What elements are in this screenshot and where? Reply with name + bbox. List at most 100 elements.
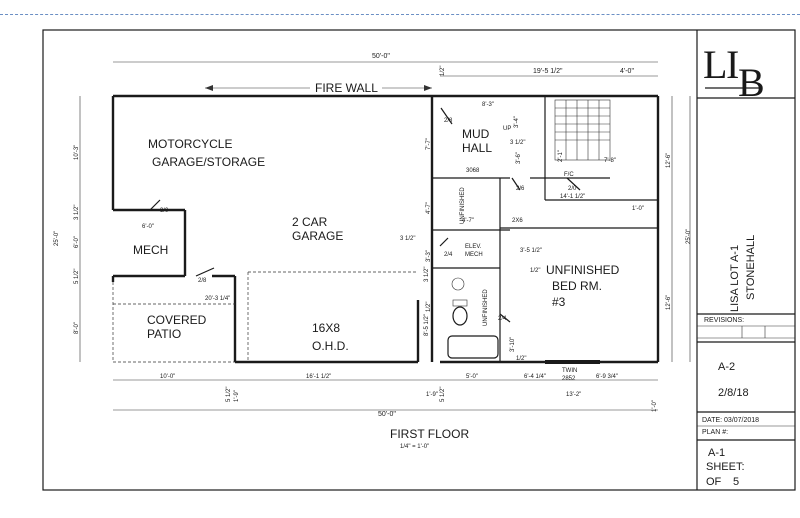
room-elev-line2: MECH (465, 252, 483, 258)
top-dashed-line (0, 14, 800, 15)
dim-4-7-h: 4'-7" (462, 218, 474, 224)
plan-title: FIRST FLOOR (390, 427, 469, 441)
dim-bottom-10-0: 10'-0" (160, 374, 175, 380)
revision-date: 2/8/18 (718, 387, 749, 399)
logo-letter-b: B (738, 60, 765, 105)
window-size: 2852 (562, 376, 576, 382)
room-motorcycle-line1: MOTORCYCLE (148, 137, 232, 151)
plan-number-label: PLAN #: (702, 429, 728, 436)
interior-walls (430, 96, 658, 362)
sheet-total: 5 (733, 476, 739, 488)
room-patio-line2: PATIO (147, 327, 181, 341)
sheet-of-label: OF (706, 476, 722, 488)
dim-3-6: 3'-6" (516, 152, 522, 164)
dimension-lines (79, 61, 691, 411)
dim-bottom-6-4: 6'-4 1/4" (524, 374, 546, 380)
sheet-border (42, 29, 796, 491)
dim-3-half-mid2: 3 1/2" (424, 267, 430, 282)
door-2-0: 2/0 (568, 186, 577, 192)
dim-7-8: 7'-8" (604, 158, 616, 164)
dim-3-half-mid: 3 1/2" (400, 236, 415, 242)
dim-3-4: 3'-4" (514, 116, 520, 128)
room-bed-line2: BED RM. (552, 279, 602, 293)
logo-letter-i: I (726, 42, 739, 87)
dim-14-1: 14'-1 1/2" (560, 194, 585, 200)
dim-bottom-13-2: 13'-2" (566, 392, 581, 398)
dim-bottom-6-9: 6'-9 3/4" (596, 374, 618, 380)
label-2x6: 2X6 (512, 218, 523, 224)
dim-3-3: 3'-3" (426, 250, 432, 262)
dim-4-7-v: 4'-7" (426, 202, 432, 214)
plan-code: A-1 (708, 447, 725, 459)
dim-bottom-overall: 50'-0" (378, 411, 396, 418)
room-patio-line1: COVERED (147, 313, 207, 327)
project-subdivision: STONEHALL (745, 235, 757, 300)
dim-half-2: 1/2" (530, 268, 540, 274)
project-name: LISA LOT A-1 (729, 245, 741, 312)
label-up: UP (503, 126, 511, 132)
dim-25-right: 25'-0" (686, 229, 692, 244)
dim-12-6-top: 12'-6" (666, 153, 672, 168)
title-block: L I B LISA LOT A-1 STONEHALL REVISIONS: … (696, 30, 795, 490)
unfinished-bath: UNFINISHED (483, 289, 489, 326)
dim-6-0-mech: 6'-0" (142, 224, 154, 230)
door-2-4-elev: 2/4 (444, 252, 453, 258)
door-3-0: 3/0 (160, 208, 169, 214)
dim-10-3: 10'-3" (74, 145, 80, 160)
room-mud-line1: MUD (462, 127, 490, 141)
garage-door-size: 16X8 (312, 321, 340, 335)
dim-bottom-16-1: 16'-1 1/2" (306, 374, 331, 380)
dim-bottom-1-9b: 1'-9" (426, 392, 438, 398)
room-elev-line1: ELEV. (465, 244, 482, 250)
dim-mud-width: 8'-3" (482, 102, 494, 108)
room-motorcycle-line2: GARAGE/STORAGE (152, 155, 265, 169)
sheet-label: SHEET: (706, 461, 745, 473)
dim-8-5: 8'-5 1/2" (424, 314, 430, 336)
unfinished-closet: UNFINISHED (460, 187, 466, 224)
dim-12-6-bottom: 12'-6" (666, 295, 672, 310)
dim-20-3: 20'-3 1/4" (205, 296, 230, 302)
fire-wall-arrow (205, 85, 432, 91)
dim-8-0-left: 8'-0" (74, 322, 80, 334)
label-fc: F/C (564, 172, 574, 178)
dim-mud-height: 7'-7" (426, 138, 432, 150)
dim-bottom-5-0: 5'-0" (466, 374, 478, 380)
dim-half-3: 1/2" (516, 356, 526, 362)
stairs (554, 99, 611, 161)
fire-wall-label: FIRE WALL (315, 81, 378, 95)
room-car-garage-line1: 2 CAR (292, 215, 328, 229)
room-bed-line3: #3 (552, 295, 566, 309)
dim-top-right: 19'-5 1/2" (533, 68, 563, 75)
door-swings (149, 107, 581, 323)
dim-1-0-right: 1'-0" (632, 206, 644, 212)
window-twin: TWIN (562, 368, 577, 374)
sheet-id: A-2 (718, 361, 735, 373)
dim-bottom-5-half2: 5 1/2" (440, 387, 446, 402)
room-car-garage-line2: GARAGE (292, 229, 343, 243)
dim-3-5: 3'-5 1/2" (520, 248, 542, 254)
dim-25-left: 25'-0" (54, 231, 60, 246)
dim-3-10: 3'-10" (510, 337, 516, 352)
bath-fixtures (447, 277, 600, 364)
door-2-6: 2/6 (516, 186, 525, 192)
dim-5-half-left: 5 1/2" (74, 269, 80, 284)
room-bed-line1: UNFINISHED (546, 263, 620, 277)
dim-half-4: 1/2" (426, 302, 432, 312)
dim-bottom-5-half: 5 1/2" (226, 387, 232, 402)
dim-top-right2: 4'-0" (620, 68, 634, 75)
dim-2-1: 2'-1" (558, 150, 564, 162)
drawing-date: DATE: 03/07/2018 (702, 417, 759, 424)
dim-bottom-1-9a: 1'-9" (234, 390, 240, 402)
door-2-4-bath: 2/4 (498, 316, 507, 322)
dim-6-0-left: 6'-0" (74, 236, 80, 248)
room-mud-line2: HALL (462, 141, 492, 155)
revisions-label: REVISIONS: (704, 317, 744, 324)
door-3068: 3068 (466, 168, 480, 174)
dim-half: 1/2" (440, 66, 446, 76)
dim-top-overall: 50'-0" (372, 53, 390, 60)
plan-scale: 1/4" = 1'-0" (400, 444, 429, 450)
logo-letter-l: L (703, 42, 727, 87)
door-2-8-patio: 2/8 (198, 278, 207, 284)
dim-3-half-left: 3 1/2" (74, 205, 80, 220)
